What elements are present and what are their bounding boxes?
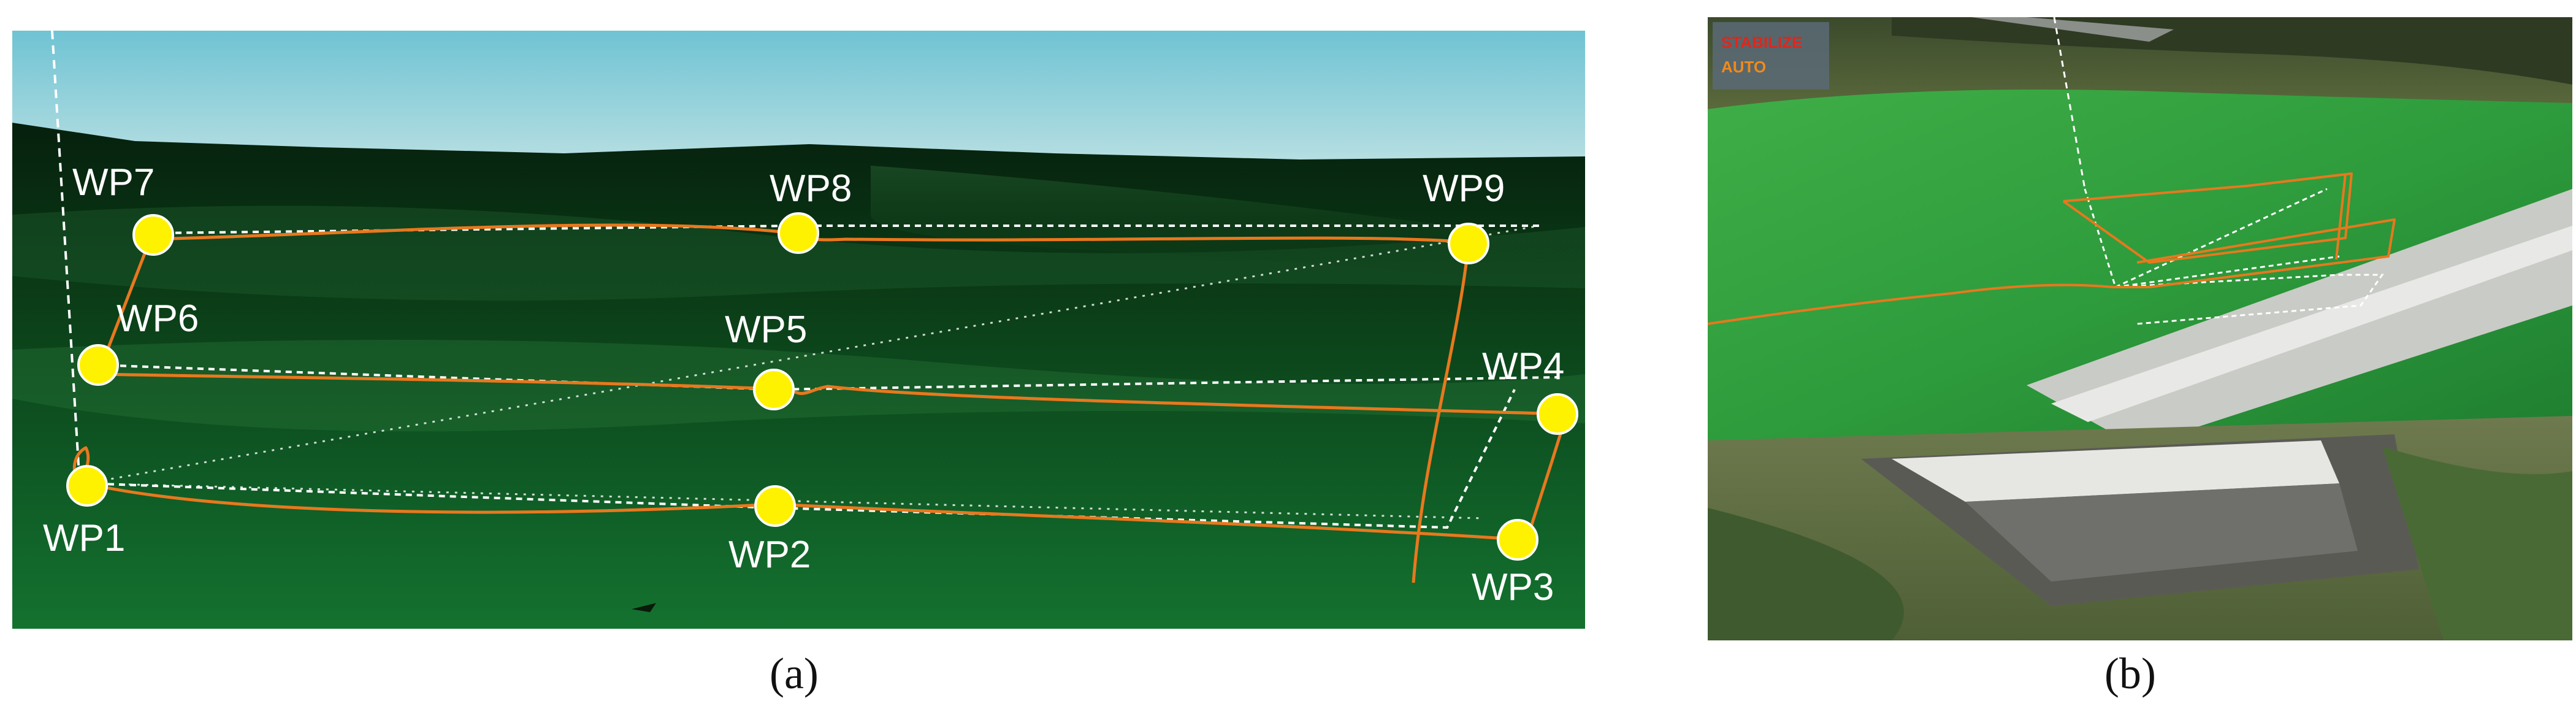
waypoint-marker xyxy=(754,485,796,527)
waypoint-label: WP3 xyxy=(1472,566,1554,608)
waypoint-wp5: WP5 xyxy=(725,309,807,410)
waypoint-label: WP5 xyxy=(725,309,807,351)
waypoint-marker xyxy=(132,214,174,256)
waypoint-marker xyxy=(1448,223,1489,264)
waypoint-wp8: WP8 xyxy=(770,167,852,254)
waypoint-marker xyxy=(1537,393,1578,435)
waypoint-label: WP2 xyxy=(728,534,811,576)
waypoint-label: WP9 xyxy=(1423,167,1505,210)
waypoint-wp4: WP4 xyxy=(1482,345,1578,435)
waypoint-wp1: WP1 xyxy=(43,465,125,559)
panel-a-terrain-view: WP1 WP2 WP3 WP4 WP5 WP6 xyxy=(12,31,1585,629)
hud-mode-primary: STABILIZE xyxy=(1721,33,1802,52)
waypoint-marker xyxy=(753,369,795,410)
waypoint-label: WP4 xyxy=(1482,345,1564,388)
waypoint-label: WP6 xyxy=(117,298,199,340)
building-roof-dark xyxy=(1965,483,2358,582)
hud-mode-secondary: AUTO xyxy=(1721,58,1766,76)
caption-b: (b) xyxy=(2104,649,2156,698)
waypoint-marker xyxy=(778,212,819,254)
waypoint-wp9: WP9 xyxy=(1423,167,1505,264)
aircraft-shadow-icon xyxy=(632,603,656,612)
waypoint-label: WP8 xyxy=(770,167,852,210)
reference-line xyxy=(2053,17,2086,190)
vegetation xyxy=(1708,508,1904,640)
waypoint-label: WP7 xyxy=(72,161,155,204)
road xyxy=(1971,17,2174,42)
waypoint-wp3: WP3 xyxy=(1472,519,1554,608)
planned-route-diagonals xyxy=(85,225,1540,520)
panel-b-aerial-view: STABILIZE AUTO xyxy=(1708,17,2572,640)
waypoint-markers: WP1 WP2 WP3 WP4 WP5 WP6 xyxy=(43,161,1578,608)
waypoint-label: WP1 xyxy=(43,517,125,559)
concrete-highlight xyxy=(2051,226,2572,422)
caption-a: (a) xyxy=(770,649,819,698)
hillside-shadow xyxy=(1892,17,2572,85)
panel-a-svg: WP1 WP2 WP3 WP4 WP5 WP6 xyxy=(12,31,1585,629)
flight-track xyxy=(1708,172,2396,325)
waypoint-marker xyxy=(66,465,108,507)
vegetation xyxy=(2382,447,2572,640)
terrain-shading xyxy=(12,340,1585,432)
panel-b-svg: STABILIZE AUTO xyxy=(1708,17,2572,640)
hud-panel xyxy=(1713,22,1829,90)
reference-line xyxy=(51,31,81,485)
waypoint-wp2: WP2 xyxy=(728,485,811,576)
waypoint-marker xyxy=(1497,519,1538,561)
building-roof xyxy=(1892,440,2339,502)
waypoint-marker xyxy=(77,344,119,386)
planned-route xyxy=(2084,188,2384,325)
waypoint-wp7: WP7 xyxy=(72,161,174,256)
waypoint-wp6: WP6 xyxy=(77,298,199,386)
